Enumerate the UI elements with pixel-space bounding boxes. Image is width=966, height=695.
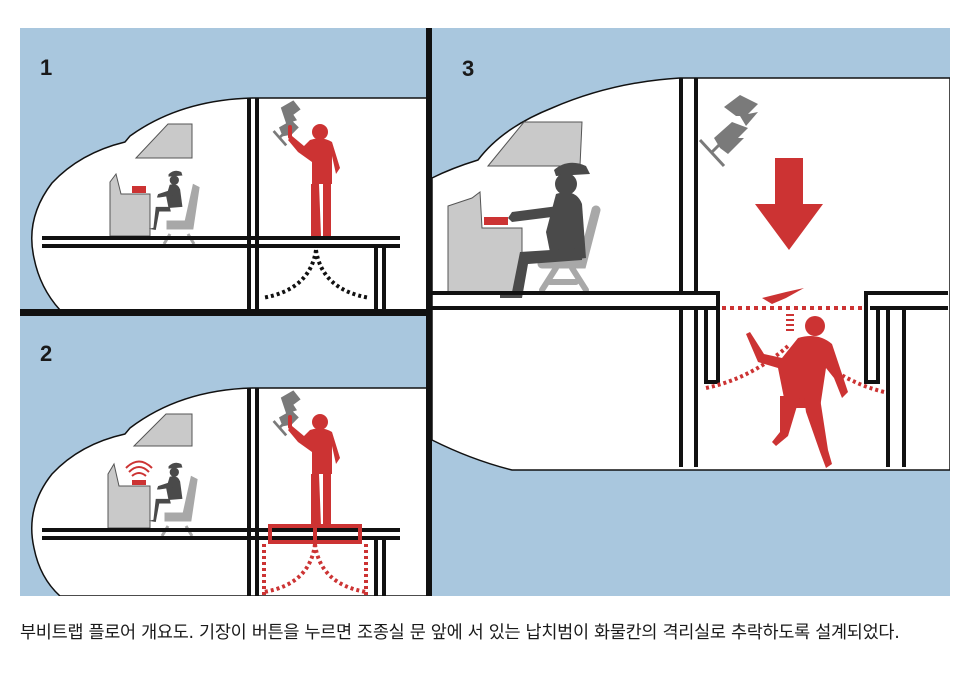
panel-2: 2 [20,316,429,596]
panel-1-number: 1 [40,55,52,80]
panel-2-number: 2 [40,341,52,366]
panel-1: 1 [20,28,429,311]
panel-3: 3 [431,28,950,596]
figure-caption: 부비트랩 플로어 개요도. 기장이 버튼을 누르면 조종실 문 앞에 서 있는 … [20,623,900,643]
horizontal-divider [20,309,430,316]
booby-trap-floor-diagram: 1 2 [20,28,950,596]
panel-3-number: 3 [462,56,474,81]
vertical-divider [426,28,432,596]
